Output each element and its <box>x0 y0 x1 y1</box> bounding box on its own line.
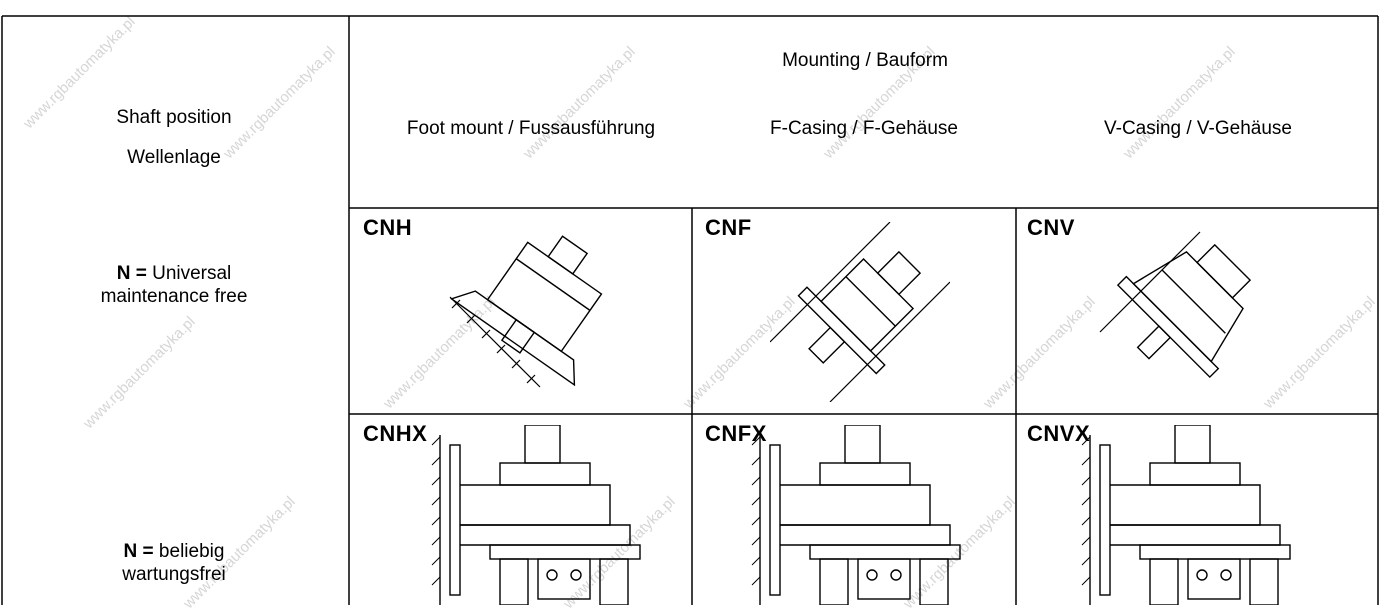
shaft-position-en: Shaft position <box>116 107 232 128</box>
row-label-prefix: N = <box>116 263 147 284</box>
code-cnh: CNH <box>363 215 413 240</box>
gearbox-drawing-cnh <box>449 235 603 388</box>
row-label-line1: beliebig <box>153 541 225 562</box>
mounting-title: Mounting / Bauform <box>782 50 948 71</box>
code-cnfx: CNFX <box>705 421 767 446</box>
shaft-position-header: Shaft position Wellenlage <box>0 98 348 178</box>
mount-type-foot: Foot mount / Fussausführung <box>406 118 656 139</box>
gearbox-drawing-cnvx <box>1081 425 1291 605</box>
row-label-prefix: N = <box>123 541 154 562</box>
code-cnhx: CNHX <box>363 421 428 446</box>
code-cnv: CNV <box>1027 215 1075 240</box>
gearbox-drawing-cnfx <box>751 425 961 605</box>
code-cnvx: CNVX <box>1027 421 1091 446</box>
shaft-position-de: Wellenlage <box>127 147 221 168</box>
row-label-line2: maintenance free <box>100 286 248 307</box>
row-label-beliebig: N = beliebig wartungsfrei <box>0 540 348 586</box>
row-label-universal: N = Universal maintenance free <box>0 262 348 308</box>
gearbox-drawing-cnf <box>770 222 950 402</box>
mount-type-f-casing: F-Casing / F-Gehäuse <box>770 118 958 139</box>
gearbox-drawing-cnv <box>1099 231 1252 379</box>
mount-type-v-casing: V-Casing / V-Gehäuse <box>1104 118 1292 139</box>
row-label-line1: Universal <box>146 263 232 284</box>
code-cnf: CNF <box>705 215 752 240</box>
gearbox-drawing-cnhx <box>431 425 641 605</box>
row-label-line2: wartungsfrei <box>122 564 226 585</box>
